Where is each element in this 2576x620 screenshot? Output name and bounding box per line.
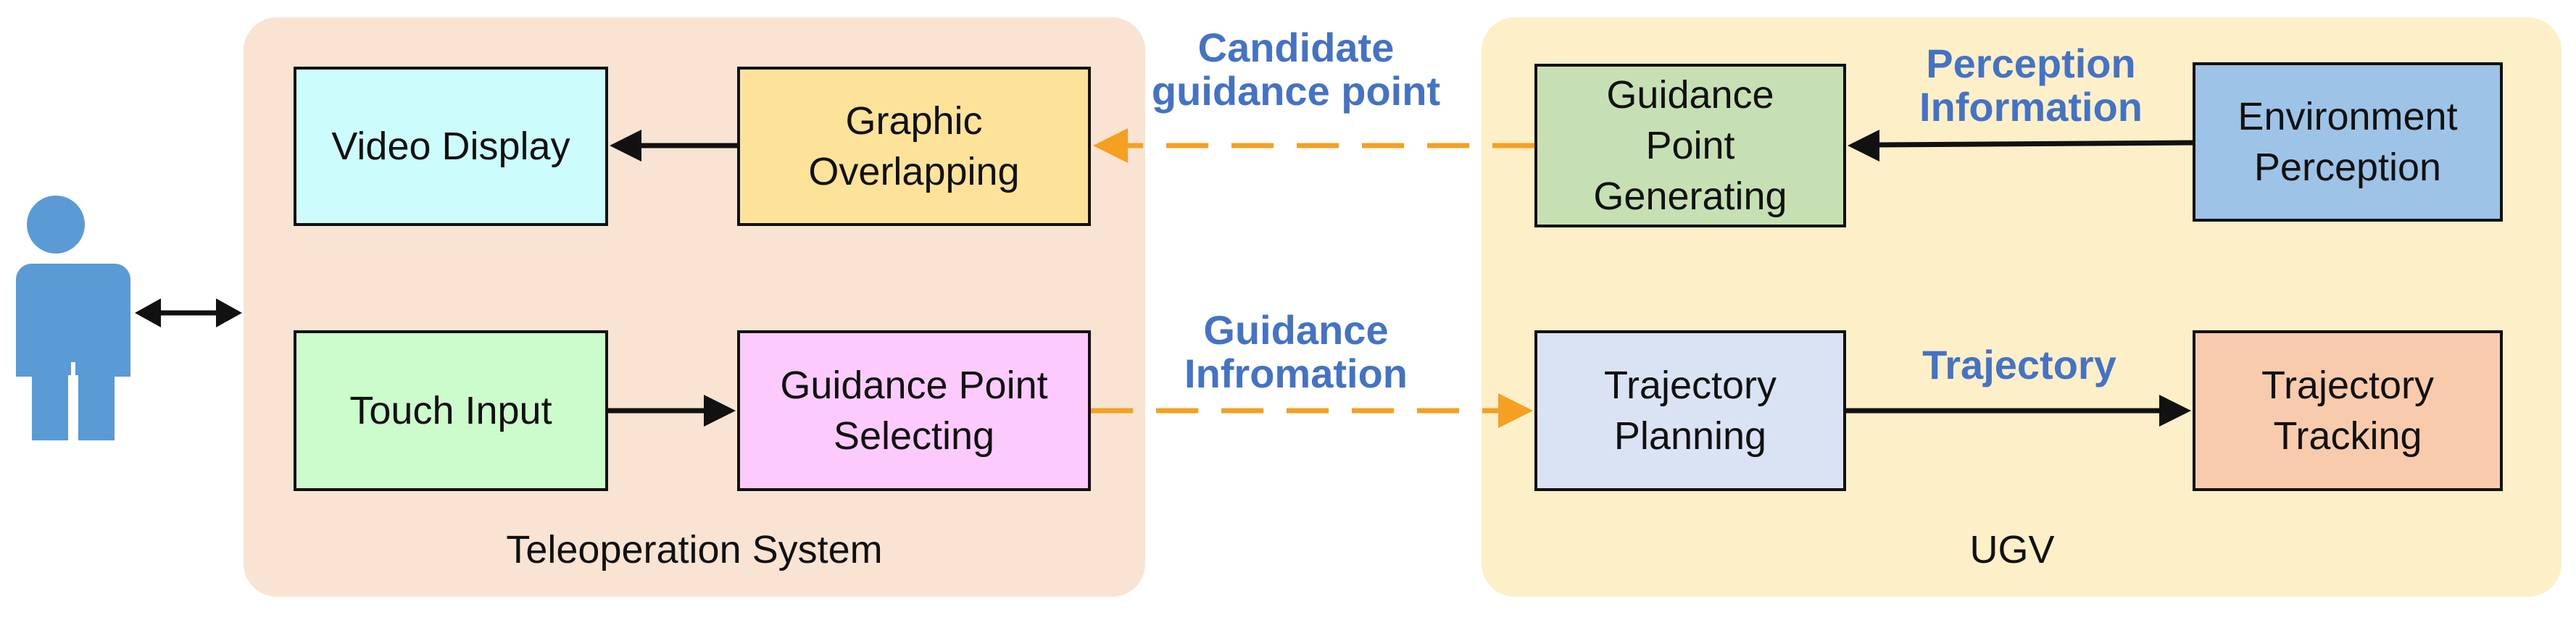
guidance-point-generating-box: Guidance Point Generating: [1534, 64, 1846, 227]
graphic-overlapping-label: Graphic Overlapping: [808, 99, 1020, 193]
overlap-to-display-arrow: [610, 130, 737, 162]
planning-to-tracking-arrow: [1846, 395, 2191, 427]
video-display-box: Video Display: [294, 67, 608, 226]
trajectory-planning-box: Trajectory Planning: [1534, 330, 1846, 491]
trajectory-tracking-label: Trajectory Tracking: [2261, 363, 2435, 458]
guidance-point-selecting-box: Guidance Point Selecting: [737, 330, 1091, 491]
candidate-guidance-point-label: Candidate guidance point: [1151, 25, 1441, 114]
candidate-guidance-dashed-arrow: [1093, 128, 1534, 163]
guidance-point-selecting-label: Guidance Point Selecting: [780, 363, 1048, 458]
video-display-label: Video Display: [331, 124, 570, 168]
trajectory-tracking-box: Trajectory Tracking: [2193, 330, 2503, 491]
environment-perception-label: Environment Perception: [2238, 94, 2458, 189]
ugv-label: UGV: [1969, 528, 2055, 571]
trajectory-label: Trajectory: [1922, 342, 2116, 388]
graphic-overlapping-box: Graphic Overlapping: [737, 67, 1091, 226]
person-icon: [16, 196, 130, 440]
guidance-point-generating-label: Guidance Point Generating: [1593, 72, 1787, 219]
guidance-information-dashed-arrow: [1091, 393, 1533, 428]
touch-to-selecting-arrow: [608, 395, 736, 427]
teleoperation-system-label: Teleoperation System: [506, 528, 883, 571]
perception-information-label: Perception Information: [1919, 41, 2143, 130]
guidance-information-label: Guidance Infromation: [1184, 307, 1408, 397]
touch-input-box: Touch Input: [294, 330, 608, 491]
environment-perception-box: Environment Perception: [2193, 62, 2503, 222]
perception-to-generating-arrow: [1848, 130, 2193, 162]
operator-interaction-arrow: [135, 298, 242, 327]
touch-input-label: Touch Input: [349, 388, 552, 432]
trajectory-planning-label: Trajectory Planning: [1603, 363, 1777, 458]
